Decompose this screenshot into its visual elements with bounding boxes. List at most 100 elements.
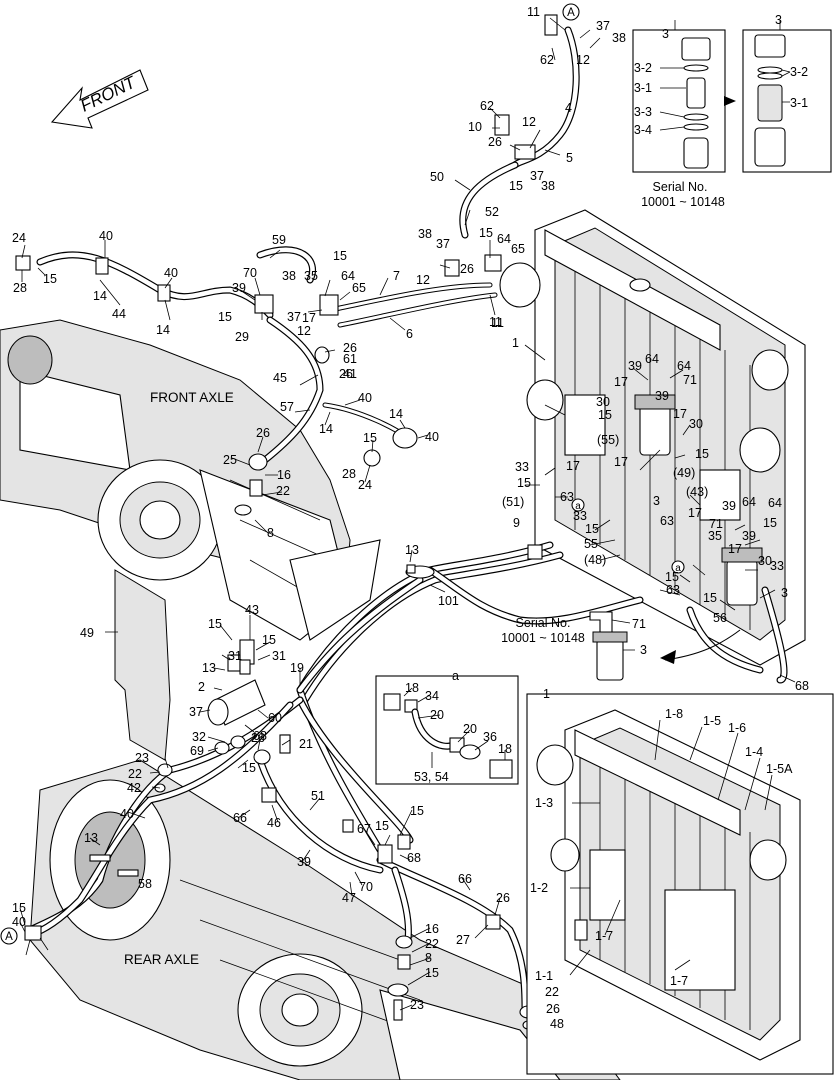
part-callout: 51 [311,789,325,803]
part-callout: 14 [93,289,107,303]
part-callout: 15 [43,272,57,286]
part-callout: (48) [584,553,606,567]
part-callout: 101 [438,594,459,608]
part-callout: 30 [758,554,772,568]
part-callout: 7 [393,269,400,283]
part-callout: 11 [491,316,504,330]
detail-1-label-1-8: 1-8 [665,707,683,721]
part-callout: 12 [297,324,311,338]
part-callout: 10 [468,120,482,134]
part-callout: 11 [527,5,540,19]
callout-a-markers: A A a a [0,3,685,945]
fittings [15,14,558,1030]
inset-filter-3: 3 3 3-2 3-1 3-3 3-4 3-2 3-1 Serial No. 1… [632,13,832,209]
part-callout: 13 [202,661,216,675]
inset-serial-mid: Serial No. 10001 ~ 10148 71 3 [501,611,741,681]
marker-a-1: a [575,501,581,512]
hoses [26,26,788,1014]
part-callout: 40 [120,807,134,821]
part-callout: 26 [256,426,270,440]
part-callout: 17 [614,455,628,469]
part-callout: 27 [456,933,470,947]
part-callout: 8 [267,526,274,540]
part-callout: 32 [192,730,206,744]
detail-a-label-53-54: 53, 54 [414,770,449,784]
inset3-right-label-2: 3-1 [790,96,808,110]
part-callout: 33 [573,509,587,523]
part-callout: 39 [297,855,311,869]
part-callout: 15 [333,249,347,263]
part-callout: 37 [287,310,301,324]
part-callout: 22 [425,937,439,951]
part-callout: 16 [425,922,439,936]
part-callout: 47 [342,891,356,905]
part-callout: 22 [276,484,290,498]
part-callout: 63 [560,490,574,504]
part-callout: 14 [319,422,333,436]
part-callout: 49 [80,626,94,640]
part-callout: 19 [290,661,304,675]
part-callout: 26 [460,262,474,276]
part-callout: 68 [407,851,421,865]
part-callout: 35 [304,269,318,283]
part-callout: 50 [430,170,444,184]
part-callout: 71 [683,373,697,387]
part-callout: 64 [497,232,511,246]
part-callout: 13 [405,543,419,557]
part-callout: 64 [677,359,691,373]
part-callout: 45 [273,371,287,385]
part-callout: 39 [655,389,669,403]
part-callout: 38 [418,227,432,241]
detail-1-label-1-7b: 1-7 [670,974,688,988]
part-callout: 37 [596,19,610,33]
part-callout: 64 [645,352,659,366]
detail-a-label-20b: 20 [463,722,477,736]
serial-note-top: Serial No. [653,180,708,194]
detail-a-label-34: 34 [425,689,439,703]
part-callout: 62 [480,99,494,113]
part-callout: (43) [686,485,708,499]
part-callout: 64 [742,495,756,509]
part-callout: 52 [485,205,499,219]
part-callout: 39 [232,281,246,295]
part-callout: 26 [546,1002,560,1016]
part-callout: 14 [156,323,170,337]
part-callout: 15 [242,761,256,775]
part-callout: 15 [598,408,612,422]
part-callout: 28 [342,467,356,481]
part-callout: 26 [343,341,357,355]
part-callout: 64 [341,269,355,283]
part-callout: 57 [280,400,294,414]
detail-1-label-1-5: 1-5 [703,714,721,728]
part-callout: 39 [742,529,756,543]
detail-1-label-1-1: 1-1 [535,969,553,983]
front-arrow: FRONT [50,69,149,129]
part-callout: 26 [496,891,510,905]
part-callout: 66 [233,811,247,825]
part-callout: 12 [416,273,430,287]
part-callout: 71 [709,517,723,531]
part-callout: 24 [358,478,372,492]
serial-range-top: 10001 ~ 10148 [641,195,725,209]
part-callout: 15 [375,819,389,833]
part-callout: 11 [489,315,502,329]
part-callout: 22 [128,767,142,781]
part-callout: 28 [13,281,27,295]
part-callout: 17 [673,407,687,421]
part-callout: 40 [99,229,113,243]
detail-1-label-1-4: 1-4 [745,745,763,759]
mid-inset-label-3: 3 [640,643,647,657]
part-callout: 31 [228,649,242,663]
part-callout: 70 [243,266,257,280]
part-callout: 62 [540,53,554,67]
part-callout: 40 [12,915,26,929]
part-callout: 1 [512,336,519,350]
part-callout: 43 [245,603,259,617]
detail-1-label-1-2: 1-2 [530,881,548,895]
leader-lines [19,17,796,1026]
inset3-left-label-3: 3-3 [634,105,652,119]
detail-a-label-20a: 20 [430,708,444,722]
part-callout: 12 [522,115,536,129]
part-callout: 69 [190,744,204,758]
